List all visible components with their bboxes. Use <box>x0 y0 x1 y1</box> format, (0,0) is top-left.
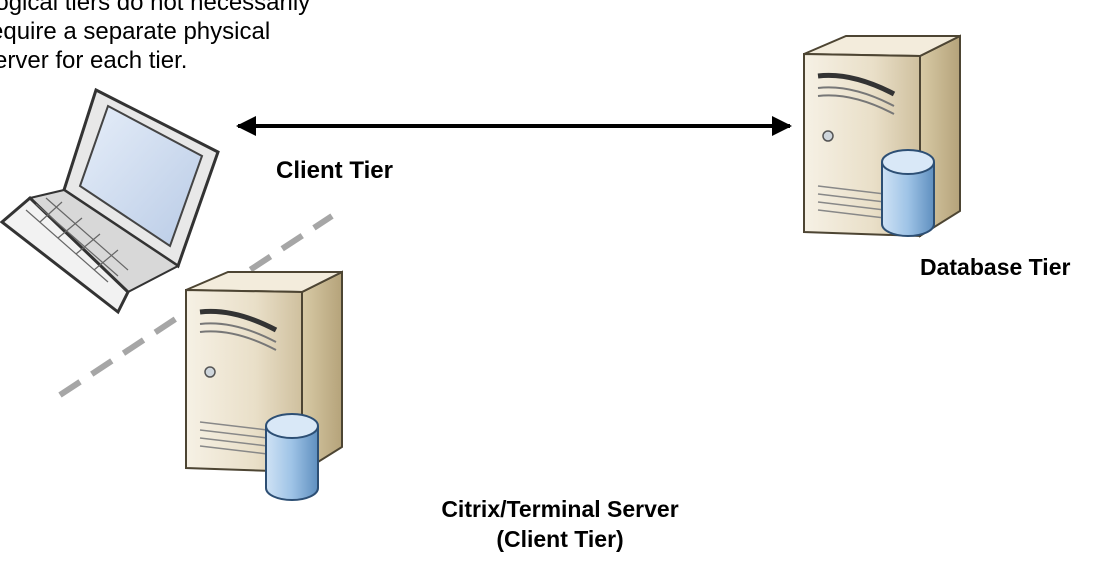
annotation-note: Logical tiers do not necessarily require… <box>0 0 310 75</box>
note-line: Logical tiers do not necessarily <box>0 0 311 16</box>
citrix-server-icon <box>186 272 342 501</box>
note-line: require a separate physical <box>0 18 271 45</box>
database-tier-label: Database Tier <box>920 254 1071 280</box>
citrix-server-label: Citrix/Terminal Server (Client Tier) <box>410 494 710 554</box>
laptop-icon <box>0 87 220 315</box>
client-tier-label: Client Tier <box>276 157 393 184</box>
note-line: server for each tier. <box>0 47 188 74</box>
database-server-icon <box>804 36 960 236</box>
citrix-label-line1: Citrix/Terminal Server <box>441 496 679 522</box>
citrix-label-line2: (Client Tier) <box>496 526 624 552</box>
